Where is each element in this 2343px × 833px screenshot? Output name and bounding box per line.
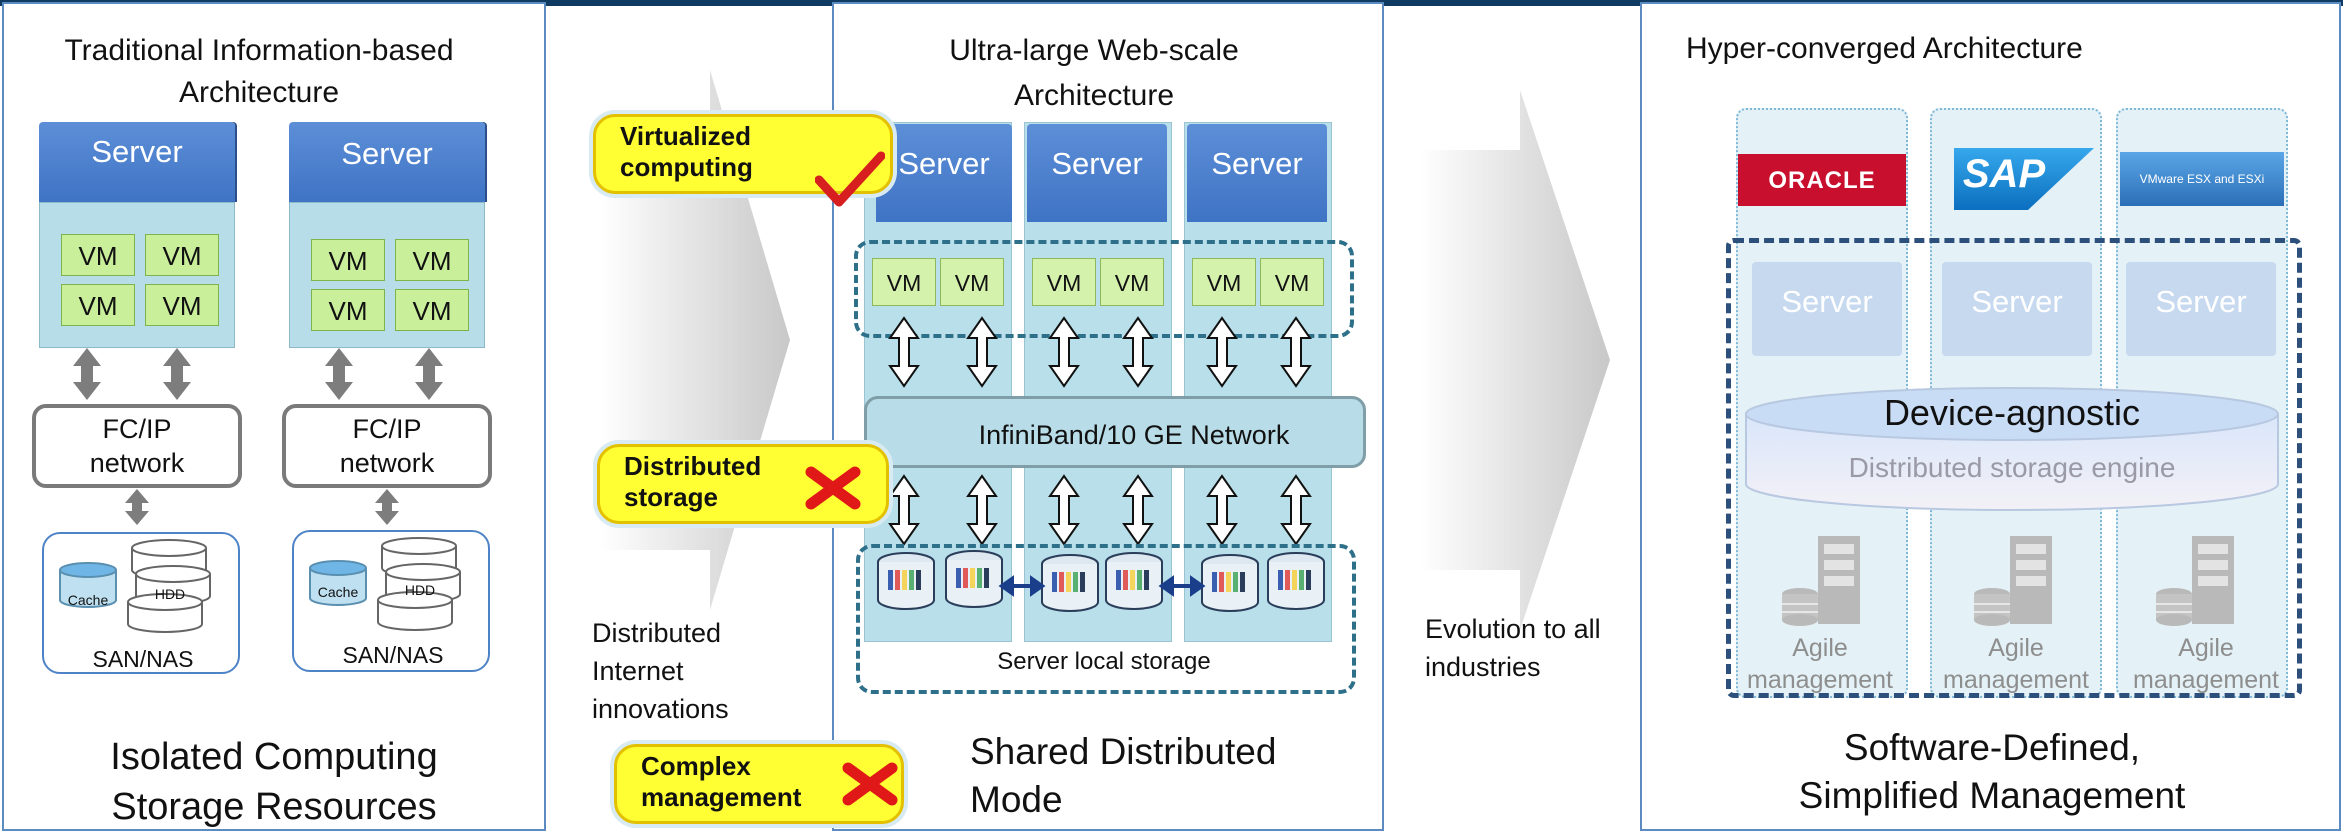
- san-box-a: HDD Cache SAN/NAS: [42, 532, 240, 674]
- san-nas-label: SAN/NAS: [92, 646, 194, 672]
- server-header: Server: [876, 124, 1012, 222]
- cross-icon: [805, 466, 861, 510]
- hyper-converged-panel: Hyper-converged Architecture ORACLE SAP …: [1640, 2, 2341, 831]
- vm-box: VM: [61, 284, 135, 326]
- server-rack-icon: [2156, 536, 2234, 626]
- sap-logo-text: SAP: [1962, 152, 2046, 196]
- vm-box: VM: [1032, 258, 1096, 306]
- callout-label: Complex management: [641, 751, 802, 812]
- storage-cylinders: [309, 537, 461, 631]
- hdd-label: HDD: [404, 582, 436, 598]
- callout-label: Distributed storage: [624, 451, 762, 512]
- server-label: Server: [2155, 284, 2247, 319]
- hyper-converged-title: Hyper-converged Architecture: [1686, 32, 2083, 65]
- server-box: Server: [1752, 262, 1902, 356]
- oracle-logo-text: ORACLE: [1768, 167, 1876, 194]
- local-storage-disks: [877, 550, 1325, 612]
- server-box: Server: [1942, 262, 2092, 356]
- san-nas-label: SAN/NAS: [342, 642, 444, 668]
- vm-box: VM: [311, 289, 385, 331]
- storage-engine-cylinder: [1745, 387, 2279, 511]
- vm-box: VM: [1192, 258, 1256, 306]
- vmware-logo-text: VMware ESX and ESXi: [2139, 172, 2265, 186]
- vm-box: VM: [145, 234, 219, 276]
- network-label: InfiniBand/10 GE Network: [978, 420, 1290, 450]
- server-label: Server: [898, 146, 990, 181]
- server-header: Server: [1187, 124, 1327, 222]
- local-storage-label: Server local storage: [997, 648, 1211, 675]
- agile-management-label: Agile management: [1943, 634, 2089, 694]
- fc-ip-network-a: FC/IP network: [32, 404, 242, 488]
- vm-box: VM: [395, 289, 469, 331]
- vm-box: VM: [940, 258, 1004, 306]
- vm-box: VM: [1260, 258, 1324, 306]
- cross-icon: [842, 762, 898, 806]
- callout-complex-management: Complex management: [614, 744, 904, 824]
- san-box-b: HDD Cache SAN/NAS: [292, 530, 490, 672]
- web-scale-caption: Shared Distributed Mode: [970, 731, 1277, 820]
- server-label: Server: [1781, 284, 1873, 319]
- callout-virtualized-computing: Virtualized computing: [593, 114, 893, 194]
- vmware-logo: VMware ESX and ESXi: [2120, 152, 2284, 206]
- web-scale-panel: Ultra-large Web-scale Architecture Serve…: [832, 2, 1384, 831]
- server-a-header: Server: [39, 122, 235, 202]
- server-box: Server: [2126, 262, 2276, 356]
- transition-text-2: Evolution to all industries: [1425, 614, 1601, 682]
- vm-box: VM: [1100, 258, 1164, 306]
- callout-label: Virtualized computing: [620, 121, 753, 182]
- traditional-title: Traditional Information-based Architectu…: [64, 34, 454, 109]
- fc-ip-network-b: FC/IP network: [282, 404, 492, 488]
- server-label: Server: [1971, 284, 2063, 319]
- server-b-header: Server: [289, 122, 485, 202]
- cache-label: Cache: [67, 592, 109, 608]
- check-icon: [815, 151, 885, 207]
- server-label: Server: [341, 136, 433, 171]
- server-label: Server: [91, 134, 183, 169]
- storage-cylinders: [59, 539, 211, 633]
- vm-box: VM: [311, 239, 385, 281]
- traditional-panel: Traditional Information-based Architectu…: [2, 2, 546, 831]
- vm-box: VM: [395, 239, 469, 281]
- transition-arrow-2: [1420, 90, 1610, 630]
- web-scale-title: Ultra-large Web-scale Architecture: [949, 34, 1239, 112]
- infiniband-network: [864, 396, 1366, 468]
- server-rack-icon: [1782, 536, 1860, 626]
- cache-label: Cache: [317, 584, 359, 600]
- traditional-caption: Isolated Computing Storage Resources: [110, 736, 438, 828]
- transition-text-1: Distributed Internet innovations: [592, 618, 729, 724]
- agile-management-label: Agile management: [1747, 634, 1893, 694]
- vm-box: VM: [145, 284, 219, 326]
- server-label: Server: [1211, 146, 1303, 181]
- sap-logo: [1954, 148, 2094, 210]
- vm-box: VM: [872, 258, 936, 306]
- server-label: Server: [1051, 146, 1143, 181]
- storage-engine-label: Distributed storage engine: [1848, 452, 2176, 483]
- vm-dashed-region: [854, 240, 1354, 338]
- vm-box: VM: [61, 234, 135, 276]
- software-defined-region: [1726, 238, 2302, 698]
- callout-distributed-storage: Distributed storage: [597, 444, 889, 524]
- agile-management-label: Agile management: [2133, 634, 2279, 694]
- server-rack-icon: [1974, 536, 2052, 626]
- oracle-logo: ORACLE: [1738, 154, 1906, 206]
- server-header: Server: [1027, 124, 1167, 222]
- device-agnostic-label: Device-agnostic: [1883, 392, 2141, 433]
- hdd-label: HDD: [154, 586, 186, 602]
- storage-dashed-region: [856, 544, 1356, 694]
- hyper-converged-caption: Software-Defined, Simplified Management: [1798, 727, 2186, 816]
